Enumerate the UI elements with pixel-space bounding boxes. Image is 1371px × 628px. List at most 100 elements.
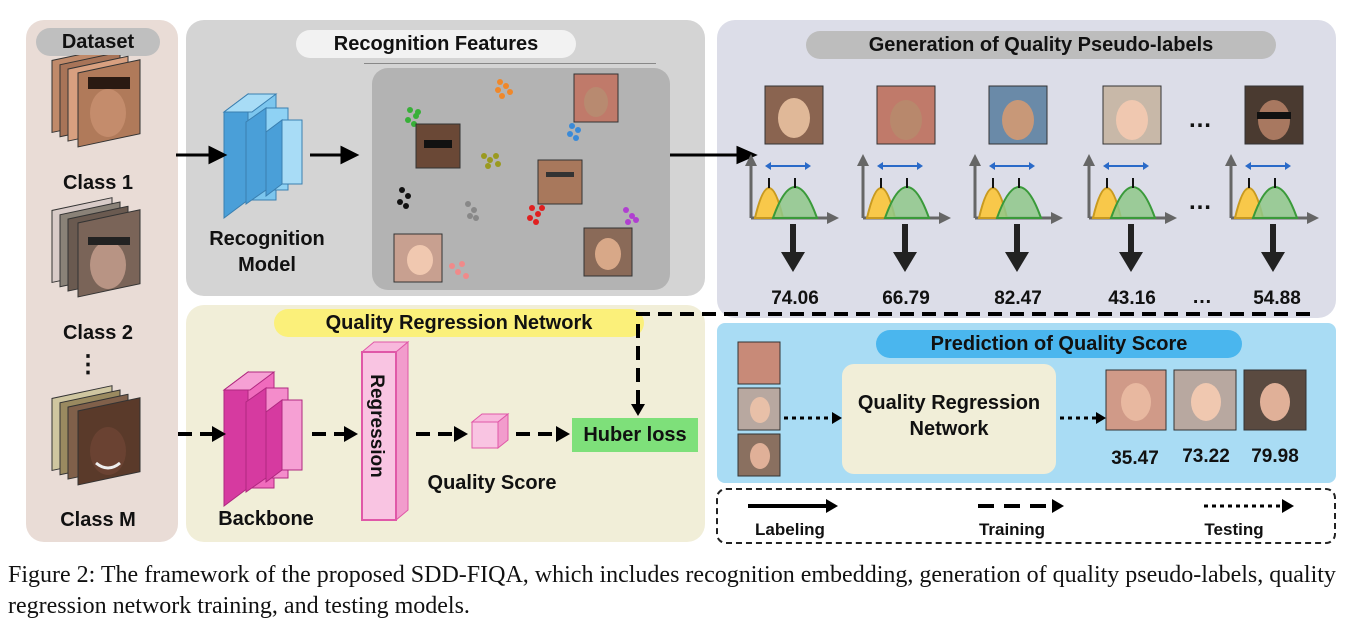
recognition-model-icon bbox=[222, 93, 303, 219]
prediction-title: Prediction of Quality Score bbox=[876, 330, 1242, 358]
training-flow-arrows bbox=[178, 312, 1310, 442]
legend-labeling: Labeling bbox=[755, 520, 825, 539]
curve-5-distance-right bbox=[1285, 162, 1291, 170]
prediction-network-box bbox=[842, 364, 1056, 474]
dataset-ellipsis: ⋮ bbox=[76, 351, 100, 378]
prediction-network-label-2: Network bbox=[909, 418, 989, 440]
cluster-orange bbox=[495, 79, 513, 99]
gen-score-5: 54.88 bbox=[1253, 288, 1301, 309]
prediction-inputs bbox=[737, 341, 781, 477]
generation-pipeline bbox=[764, 85, 1304, 145]
curve-3-x-arrow bbox=[1051, 212, 1063, 224]
testing-flow-arrows bbox=[784, 412, 1106, 424]
gen-face-1 bbox=[764, 85, 824, 145]
gen-face-4 bbox=[1102, 85, 1162, 145]
gen-face-5 bbox=[1244, 85, 1304, 145]
recognition-model-label-2: Model bbox=[238, 254, 296, 276]
curve-5-inter bbox=[1251, 186, 1299, 219]
features-embedding-scatter bbox=[393, 73, 639, 283]
cluster-blue bbox=[567, 123, 581, 141]
features-title-rule bbox=[364, 63, 656, 64]
dataset-face-stacks bbox=[51, 55, 141, 486]
curve-4-y-arrow bbox=[1083, 154, 1095, 166]
legend-box bbox=[716, 488, 1336, 544]
curve-5-distance-left bbox=[1245, 162, 1251, 170]
prediction-outputs bbox=[1105, 369, 1307, 431]
feature-face-4 bbox=[393, 233, 443, 283]
curve-3-distance-right bbox=[1029, 162, 1035, 170]
curve-1-distance-left bbox=[765, 162, 771, 170]
feature-face-2 bbox=[573, 73, 619, 123]
distribution-curves bbox=[745, 154, 1319, 272]
quality-score-cube bbox=[470, 412, 510, 450]
backbone-icon bbox=[222, 371, 303, 507]
curve-1-inter bbox=[771, 186, 819, 219]
curve-4-distance-left bbox=[1103, 162, 1109, 170]
cluster-purple bbox=[623, 207, 639, 225]
feature-face-3 bbox=[537, 159, 583, 205]
class2-face-stack bbox=[51, 197, 141, 298]
gen-curve-ellipsis: … bbox=[1188, 188, 1212, 215]
curve-5-down-head bbox=[1261, 252, 1285, 272]
curve-2-distance-left bbox=[877, 162, 883, 170]
class1-label: Class 1 bbox=[62, 172, 134, 194]
regression-block bbox=[360, 340, 410, 522]
classM-face-stack bbox=[51, 385, 141, 486]
curve-3-inter bbox=[995, 186, 1043, 219]
curve-2-down-head bbox=[893, 252, 917, 272]
curve-5-x-arrow bbox=[1307, 212, 1319, 224]
cluster-olive bbox=[481, 153, 501, 169]
curve-2-y-arrow bbox=[857, 154, 869, 166]
recognition-model-label-1: Recognition bbox=[209, 228, 325, 250]
gen-score-1: 74.06 bbox=[771, 288, 819, 309]
pred-input-face-2 bbox=[737, 387, 781, 431]
classM-label: Class M bbox=[60, 509, 136, 531]
curve-2-inter bbox=[883, 186, 931, 219]
gen-score-3: 82.47 bbox=[994, 288, 1042, 309]
huber-loss-box: Huber loss bbox=[572, 418, 698, 452]
pred-output-face-3 bbox=[1243, 369, 1307, 431]
generation-panel bbox=[717, 20, 1336, 318]
curve-4-distance-right bbox=[1143, 162, 1149, 170]
regression-title: Quality Regression Network bbox=[274, 309, 644, 337]
curve-4-x-arrow bbox=[1165, 212, 1177, 224]
gen-face-ellipsis: … bbox=[1188, 106, 1212, 133]
pred-input-face-3 bbox=[737, 433, 781, 477]
cluster-black bbox=[397, 187, 411, 209]
pred-score-2: 73.22 bbox=[1182, 446, 1230, 467]
legend-lines bbox=[748, 499, 1294, 513]
curve-3-y-arrow bbox=[969, 154, 981, 166]
curve-1-y-arrow bbox=[745, 154, 757, 166]
pred-score-3: 79.98 bbox=[1251, 446, 1299, 467]
curve-1-x-arrow bbox=[827, 212, 839, 224]
pred-output-face-2 bbox=[1173, 369, 1237, 431]
curve-2-x-arrow bbox=[939, 212, 951, 224]
gen-face-2 bbox=[876, 85, 936, 145]
recognition-flow-arrows bbox=[176, 145, 758, 165]
pred-input-face-1 bbox=[737, 341, 781, 385]
cluster-red bbox=[527, 205, 545, 225]
gen-score-ellipsis: … bbox=[1192, 286, 1212, 308]
curve-2-distance-right bbox=[917, 162, 923, 170]
gen-score-2: 66.79 bbox=[882, 288, 930, 309]
prediction-network-label-1: Quality Regression bbox=[857, 392, 1041, 414]
class2-label: Class 2 bbox=[62, 322, 134, 344]
pred-output-face-1 bbox=[1105, 369, 1167, 431]
feature-face-5 bbox=[583, 227, 633, 277]
quality-score-label: Quality Score bbox=[427, 472, 557, 494]
feature-face-1 bbox=[415, 123, 461, 169]
cluster-pink bbox=[449, 261, 469, 279]
curve-3-down-head bbox=[1005, 252, 1029, 272]
curve-1-distance-right bbox=[805, 162, 811, 170]
gen-face-3 bbox=[988, 85, 1048, 145]
legend-training: Training bbox=[978, 520, 1046, 539]
gen-score-4: 43.16 bbox=[1108, 288, 1156, 309]
curve-4-inter bbox=[1109, 186, 1157, 219]
curve-4-down-head bbox=[1119, 252, 1143, 272]
recognition-features-title: Recognition Features bbox=[296, 30, 576, 58]
backbone-label: Backbone bbox=[218, 508, 314, 530]
curve-1-down-head bbox=[781, 252, 805, 272]
cluster-grey bbox=[465, 201, 479, 221]
curve-3-distance-left bbox=[989, 162, 995, 170]
curve-5-y-arrow bbox=[1225, 154, 1237, 166]
